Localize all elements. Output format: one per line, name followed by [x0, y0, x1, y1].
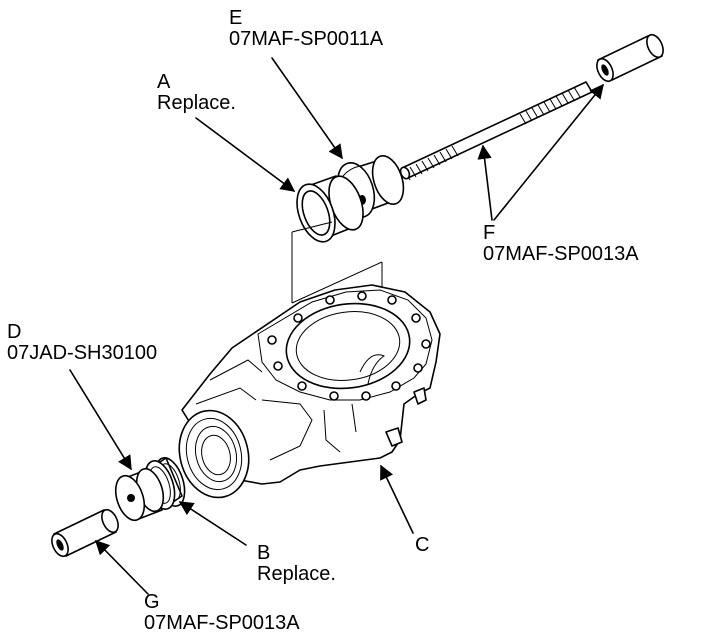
callout-a-letter: A: [157, 71, 171, 93]
callout-e: E 07MAF-SP0011A: [229, 8, 383, 50]
callout-f: F 07MAF-SP0013A: [483, 223, 639, 265]
callout-c: C: [415, 535, 429, 556]
callout-a-note: Replace.: [157, 92, 236, 114]
callout-f-letter: F: [483, 222, 496, 244]
callout-g: G 07MAF-SP0013A: [144, 592, 300, 634]
sleeve-tool-f: [596, 33, 664, 83]
driver-tool-d: [114, 467, 165, 522]
callout-b-letter: B: [257, 542, 271, 564]
sleeve-tool-g: [51, 508, 119, 558]
callout-a: A Replace.: [157, 72, 236, 114]
callout-e-tool-code: 07MAF-SP0011A: [229, 28, 384, 50]
callout-b: B Replace.: [257, 543, 336, 585]
callout-d-tool-code: 07JAD-SH30100: [7, 342, 158, 364]
callout-g-letter: G: [144, 591, 160, 613]
callout-c-letter: C: [415, 534, 430, 556]
callout-e-letter: E: [229, 7, 243, 29]
leader-lines: [69, 57, 604, 595]
callout-f-tool-code: 07MAF-SP0013A: [483, 243, 639, 265]
callout-g-tool-code: 07MAF-SP0013A: [144, 612, 300, 634]
callout-d: D 07JAD-SH30100: [7, 322, 157, 364]
callout-b-note: Replace.: [257, 563, 336, 585]
housing-part-c: [178, 284, 441, 499]
callout-d-letter: D: [7, 321, 22, 343]
threaded-rod-tool-f: [399, 81, 593, 181]
